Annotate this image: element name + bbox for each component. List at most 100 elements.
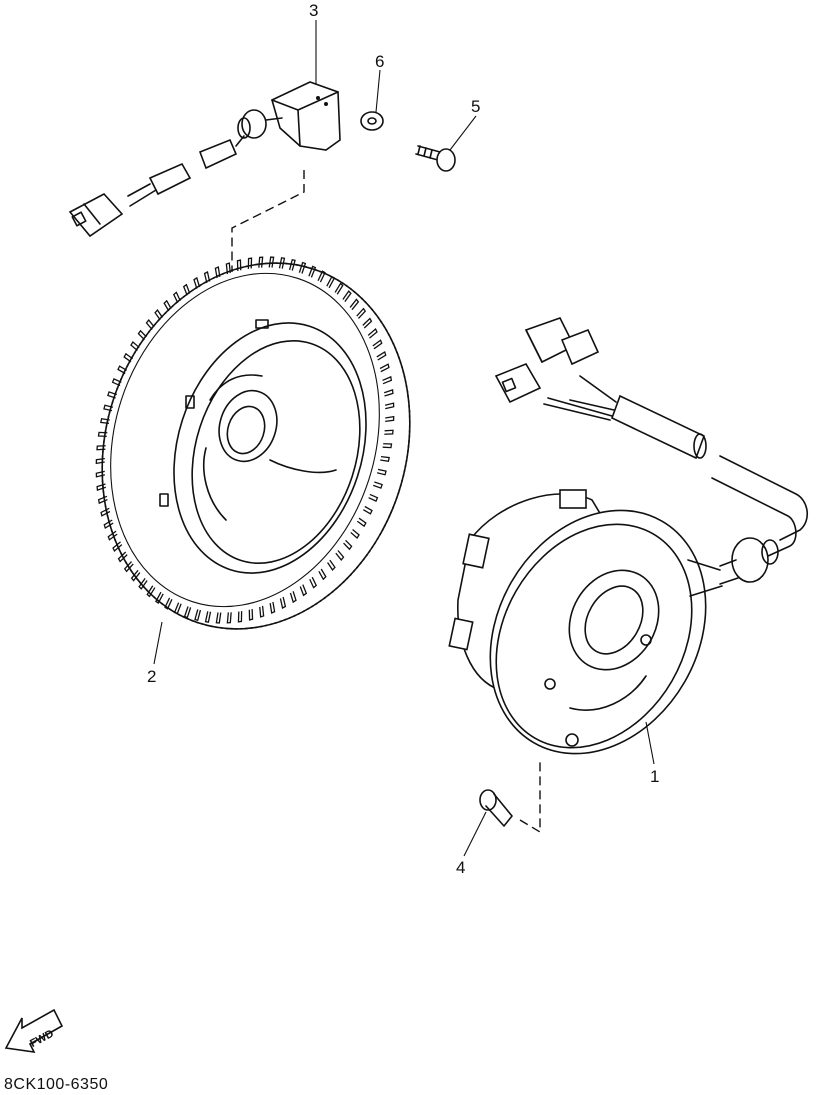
gear-tooth	[194, 609, 202, 622]
gear-tooth	[342, 290, 352, 302]
gear-tooth	[327, 559, 336, 571]
gear-tooth	[356, 517, 367, 528]
gear-tooth	[259, 605, 265, 618]
gear-tooth	[373, 481, 383, 489]
diagram-code: 8CK100-6350	[4, 1076, 109, 1093]
gear-tooth	[103, 519, 114, 530]
gear-tooth	[288, 258, 296, 271]
gear-tooth	[130, 569, 141, 582]
gear-tooth	[214, 266, 221, 279]
gear-tooth	[248, 609, 254, 621]
gear-tooth	[298, 261, 307, 274]
part-2-flywheel	[95, 256, 411, 630]
gear-tooth	[350, 528, 360, 539]
gear-tooth	[103, 404, 114, 412]
callout-2: 2	[147, 667, 156, 686]
gear-tooth	[367, 328, 378, 339]
gear-tooth	[163, 299, 172, 312]
gear-tooth	[183, 606, 192, 619]
gear-tooth	[137, 329, 147, 341]
callout-5: 5	[471, 97, 480, 116]
gear-tooth	[164, 597, 173, 610]
gear-tooth	[362, 505, 373, 515]
gear-tooth	[226, 612, 232, 624]
gear-tooth	[247, 257, 253, 269]
gear-tooth	[107, 530, 118, 541]
gear-tooth	[382, 443, 393, 449]
gear-tooth	[385, 415, 395, 423]
gear-tooth	[112, 541, 123, 552]
gear-tooth	[278, 257, 286, 269]
gear-tooth	[117, 365, 128, 375]
gear-tooth	[145, 319, 155, 330]
gear-tooth	[380, 455, 390, 462]
gear-tooth	[376, 468, 387, 476]
part-6-washer	[360, 111, 384, 131]
gear-tooth	[384, 402, 395, 410]
gear-tooth	[107, 391, 117, 399]
assembly-line-3	[231, 170, 305, 272]
gear-tooth	[96, 483, 107, 492]
gear-tooth	[123, 352, 134, 363]
gear-tooth	[335, 550, 345, 561]
callout-3: 3	[309, 1, 318, 20]
gear-tooth	[368, 493, 379, 503]
part-5-bolt	[415, 145, 456, 172]
gear-tooth	[376, 350, 387, 361]
gear-tooth	[203, 271, 211, 284]
gear-tooth	[95, 470, 106, 478]
gear-tooth	[97, 495, 108, 505]
gear-tooth	[100, 507, 111, 517]
assembly-line-4	[519, 762, 541, 834]
gear-tooth	[204, 611, 212, 623]
gear-tooth	[172, 291, 181, 304]
gear-tooth	[111, 377, 122, 387]
gear-tooth	[155, 591, 164, 605]
gear-tooth	[182, 283, 191, 296]
gear-tooth	[279, 596, 287, 609]
gear-tooth	[225, 262, 231, 275]
part-1-stator	[448, 317, 808, 755]
gear-tooth	[236, 259, 242, 271]
gear-tooth	[308, 265, 317, 278]
gear-tooth	[154, 309, 163, 321]
gear-tooth	[97, 431, 108, 437]
gear-tooth	[96, 445, 106, 451]
gear-tooth	[318, 568, 327, 581]
part-3-pickup-coil	[68, 81, 341, 238]
gear-tooth	[382, 375, 393, 385]
gear-tooth	[123, 561, 134, 573]
gear-tooth	[258, 256, 264, 268]
callout-4: 4	[456, 858, 465, 877]
gear-tooth	[215, 612, 222, 624]
gear-tooth	[130, 341, 140, 352]
gear-tooth	[317, 270, 326, 283]
gear-tooth	[95, 457, 105, 465]
gear-tooth	[309, 576, 318, 589]
gear-tooth	[269, 601, 276, 614]
callout-1: 1	[650, 767, 659, 786]
leader-lines	[153, 20, 655, 857]
gear-tooth	[334, 282, 344, 295]
gear-tooth	[237, 611, 243, 623]
gear-tooth	[268, 256, 275, 268]
gear-tooth	[356, 307, 367, 319]
gear-tooth	[193, 276, 201, 289]
gear-tooth	[384, 429, 394, 435]
gear-tooth	[146, 585, 156, 598]
gear-tooth	[343, 539, 353, 551]
gear-tooth	[173, 602, 182, 615]
gear-tooth	[383, 388, 394, 397]
gear-tooth	[117, 551, 128, 563]
gear-tooth	[372, 339, 383, 350]
part-4-screw	[479, 789, 513, 827]
callout-6: 6	[375, 52, 384, 71]
gear-tooth	[326, 275, 335, 289]
fwd-arrow-icon: FWD	[4, 1008, 64, 1054]
gear-tooth	[299, 584, 308, 597]
gear-tooth	[289, 591, 297, 604]
gear-tooth	[349, 298, 360, 311]
gear-tooth	[100, 418, 110, 425]
gear-tooth	[379, 363, 390, 373]
gear-tooth	[362, 317, 373, 329]
